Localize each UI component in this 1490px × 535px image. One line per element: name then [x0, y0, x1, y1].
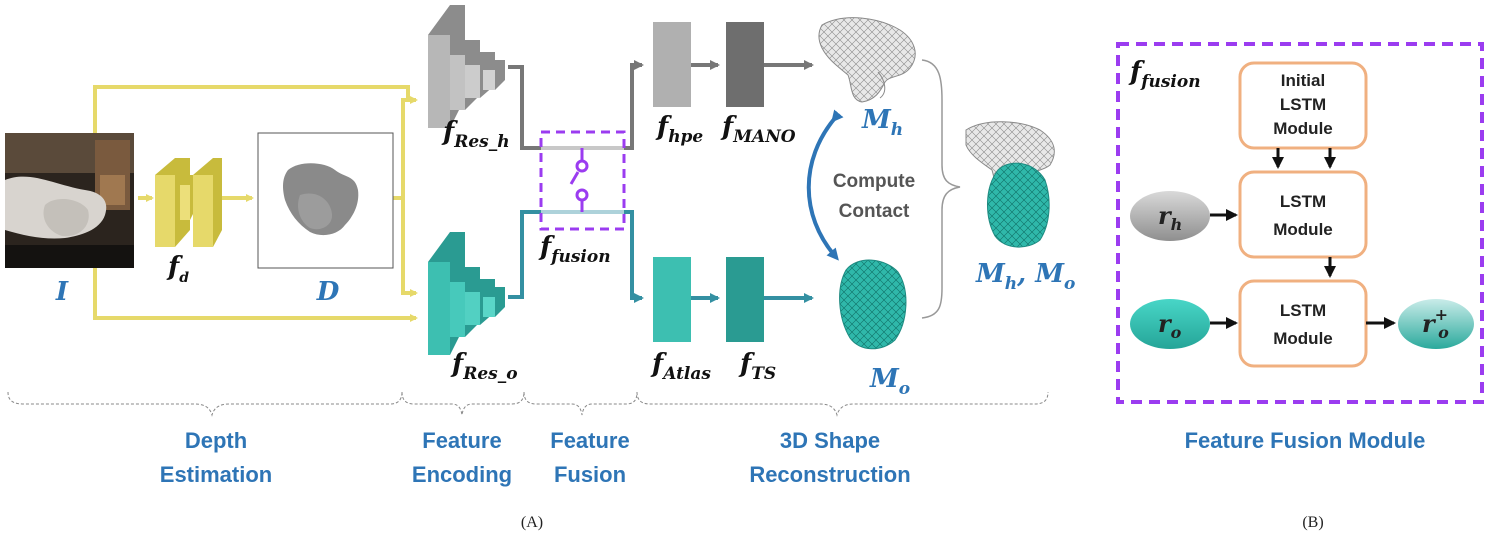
hpe-block: [653, 22, 691, 107]
object-encoder-label: fRes_o: [450, 349, 518, 384]
fusion-label: ffusion: [538, 232, 611, 267]
fusion-module-frame: [1116, 42, 1484, 404]
input-label: I: [55, 277, 69, 307]
hpe-label: fhpe: [655, 112, 703, 147]
stage-encoding-line2: Encoding: [412, 462, 512, 487]
caption-b: (B): [1302, 514, 1323, 531]
ts-block: [726, 257, 764, 342]
fusion-module-title: Feature Fusion Module: [1185, 428, 1426, 453]
stage-reconstruction-line2: Reconstruction: [749, 462, 910, 487]
stage-reconstruction-line1: 3D Shape: [780, 428, 880, 453]
r-h-label: rh: [1158, 201, 1182, 234]
lstm-module-1: [1238, 170, 1368, 259]
lstm-module-2: [1238, 279, 1368, 368]
lstm2-line2: Module: [1273, 329, 1333, 348]
depth-network-label: fd: [166, 252, 189, 286]
r-o-node: [1130, 299, 1210, 349]
stage-encoding-line1: Feature: [422, 428, 501, 453]
initial-lstm-line1: Initial: [1281, 71, 1325, 90]
mano-label: fMANO: [720, 112, 796, 147]
object-mesh: [839, 259, 907, 350]
contact-text-line2: Contact: [839, 201, 910, 222]
object-encoder: [428, 232, 505, 355]
lstm1-line1: LSTM: [1280, 192, 1326, 211]
contact-arrow: [806, 109, 844, 261]
combined-label: Mh, Mo: [975, 259, 1075, 294]
stage-fusion-line1: Feature: [550, 428, 629, 453]
hand-mesh-label: Mh: [861, 105, 903, 140]
depth-network: [155, 158, 222, 247]
atlas-label: fAtlas: [650, 349, 711, 384]
fusion-module-corner-label: ffusion: [1128, 57, 1201, 92]
stage-depth-line2: Estimation: [160, 462, 272, 487]
hand-mesh: [818, 17, 916, 103]
hand-encoder-label: fRes_h: [441, 117, 510, 152]
r-h-node: [1130, 191, 1210, 241]
combine-brace: [921, 59, 961, 319]
hand-encoder: [428, 5, 505, 128]
atlas-block: [653, 257, 691, 342]
initial-lstm-module: [1238, 61, 1368, 150]
object-mesh-label: Mo: [869, 364, 910, 399]
stage-braces: [7, 391, 1049, 417]
r-o-plus-node: [1398, 299, 1474, 349]
mano-block: [726, 22, 764, 107]
r-o-label: ro: [1158, 309, 1182, 342]
input-image: [5, 133, 134, 268]
initial-lstm-line3: Module: [1273, 119, 1333, 138]
combined-mesh: [965, 121, 1055, 248]
depth-branch-arrows: [93, 85, 418, 322]
caption-a: (A): [521, 514, 543, 531]
ts-label: fTS: [738, 349, 776, 384]
contact-text-line1: Compute: [833, 171, 915, 192]
depth-map: [257, 132, 394, 269]
stage-fusion-line2: Fusion: [554, 462, 626, 487]
lstm2-line1: LSTM: [1280, 301, 1326, 320]
lstm1-line2: Module: [1273, 220, 1333, 239]
r-o-plus-label: r+o: [1422, 305, 1449, 342]
fusion-module-box: [539, 130, 626, 231]
stage-depth-line1: Depth: [185, 428, 247, 453]
depth-map-label: D: [316, 277, 340, 307]
initial-lstm-line2: LSTM: [1280, 95, 1326, 114]
